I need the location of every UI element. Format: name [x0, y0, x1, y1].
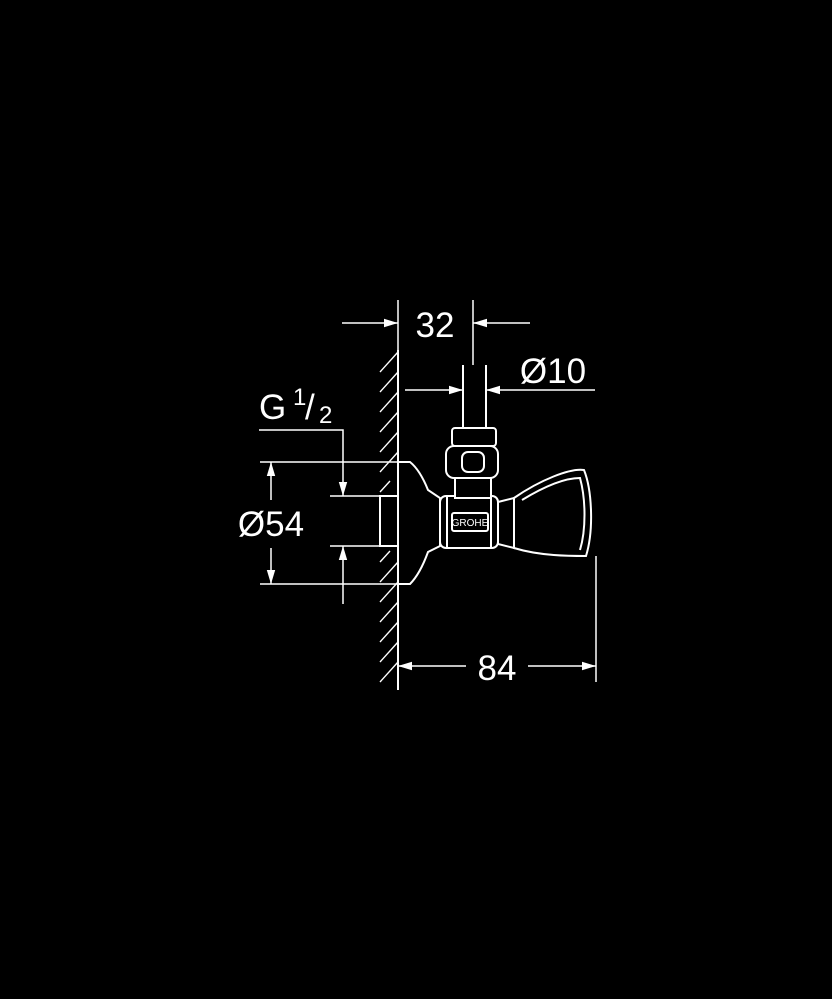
valve-handle — [513, 468, 593, 558]
dim-label-thread: G 1 / 2 — [259, 384, 332, 429]
dimension-lines — [259, 300, 597, 682]
thread-slash: / — [305, 388, 315, 427]
outlet-neck — [454, 477, 492, 499]
dim-label-32: 32 — [416, 306, 455, 345]
outlet-sleeve — [451, 427, 497, 447]
angle-valve-body: GROHE — [379, 365, 593, 585]
handle-connector — [497, 496, 515, 550]
thread-letter: G — [259, 388, 286, 427]
grohe-logo: GROHE — [452, 518, 489, 529]
wall-flange — [397, 461, 441, 585]
thread-stub — [379, 495, 399, 547]
thread-denominator: 2 — [319, 402, 332, 429]
dim-label-o54: Ø54 — [238, 505, 304, 544]
wall-hatching — [379, 351, 399, 683]
logo-plate — [451, 512, 489, 532]
dim-label-84: 84 — [478, 649, 517, 688]
thread-numerator: 1 — [293, 384, 306, 411]
dim-label-o10: Ø10 — [520, 352, 586, 391]
